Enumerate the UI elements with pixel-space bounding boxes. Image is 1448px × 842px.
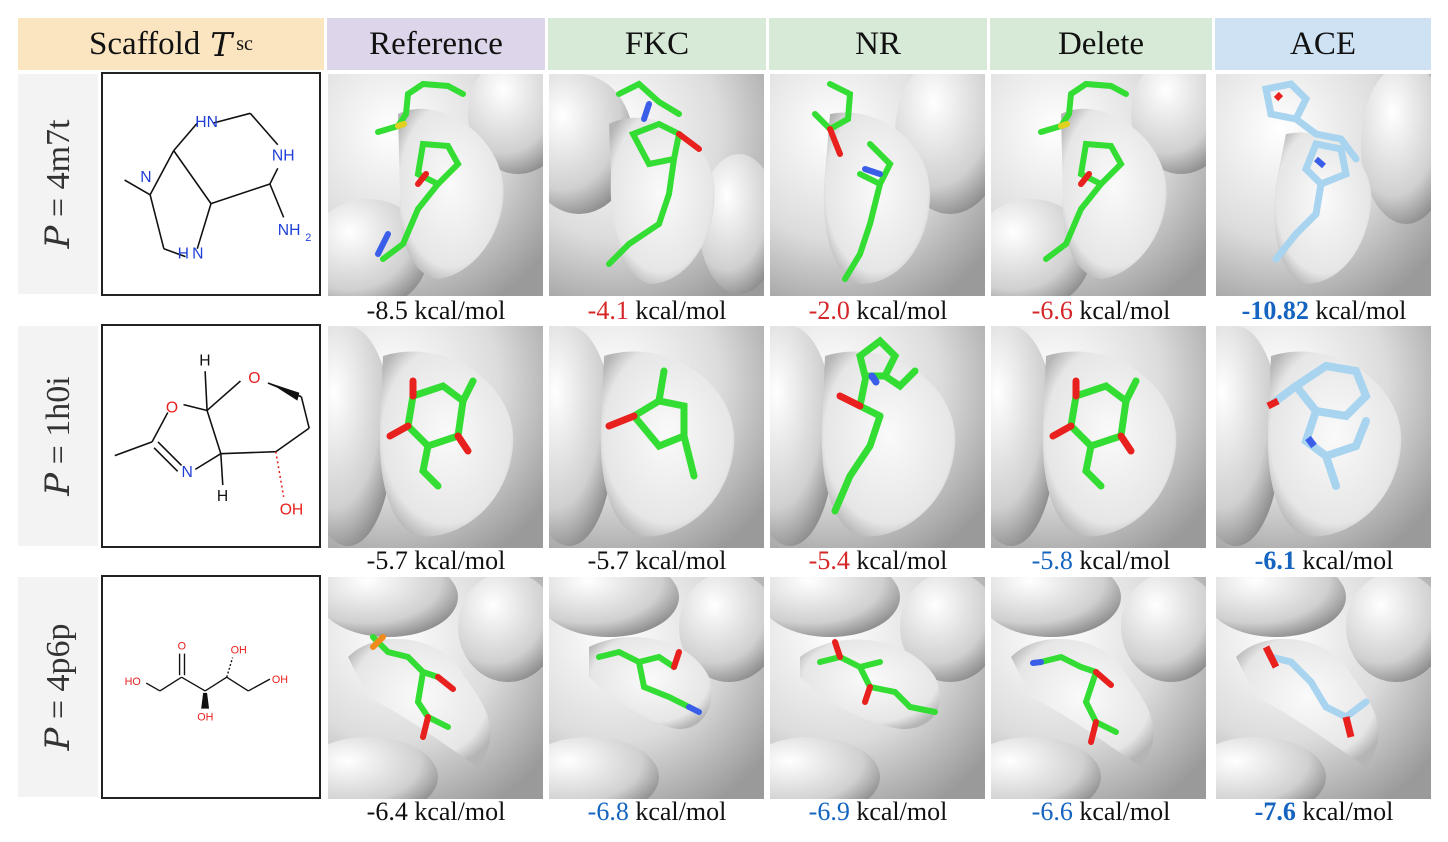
atom-label: NH	[272, 147, 295, 164]
pose-4m7t-fkc	[549, 74, 764, 296]
score-4p6p-delete: -6.6 kcal/mol	[991, 797, 1211, 827]
header-ace: ACE	[1215, 18, 1431, 70]
pose-1h0i-reference	[328, 326, 543, 548]
score-4m7t-nr: -2.0 kcal/mol	[768, 296, 988, 326]
atom-label: 2	[305, 232, 311, 244]
score-4m7t-ace: -10.82 kcal/mol	[1214, 296, 1434, 326]
atom-label: OH	[197, 711, 213, 723]
header-scaffold: Scaffold T sc	[18, 18, 324, 70]
scaffold-structure-1h0i: H O O N H OH	[101, 324, 321, 548]
pdb-id: 1h0i	[40, 376, 77, 436]
atom-label: H	[217, 488, 228, 505]
atom-label: N	[182, 464, 193, 481]
row-label-3: P = 4p6p	[18, 577, 98, 797]
atom-label: NH	[278, 222, 301, 239]
header-fkc: FKC	[548, 18, 766, 70]
pdb-id: 4m7t	[40, 120, 77, 190]
score-4m7t-fkc: -4.1 kcal/mol	[547, 296, 767, 326]
scaffold-structure-4m7t: HN NH N H N NH 2	[101, 72, 321, 296]
score-1h0i-ace: -6.1 kcal/mol	[1214, 546, 1434, 576]
pose-4m7t-ace	[1216, 74, 1431, 296]
pdb-id: 4p6p	[40, 623, 77, 691]
header-delete: Delete	[990, 18, 1212, 70]
atom-label: OH	[231, 645, 247, 657]
pose-4p6p-fkc	[549, 577, 764, 799]
scaffold-superscript: sc	[236, 33, 253, 56]
atom-label: H	[199, 352, 210, 369]
atom-label: O	[248, 370, 260, 387]
score-4p6p-ace: -7.6 kcal/mol	[1214, 797, 1434, 827]
score-4m7t-delete: -6.6 kcal/mol	[991, 296, 1211, 326]
pose-4p6p-delete	[991, 577, 1206, 799]
score-1h0i-reference: -5.7 kcal/mol	[326, 546, 546, 576]
score-1h0i-nr: -5.4 kcal/mol	[768, 546, 988, 576]
score-1h0i-fkc: -5.7 kcal/mol	[547, 546, 767, 576]
row-label-2: P = 1h0i	[18, 326, 98, 546]
score-4p6p-nr: -6.9 kcal/mol	[768, 797, 988, 827]
pose-4p6p-ace	[1216, 577, 1431, 799]
atom-label: HO	[125, 676, 141, 688]
scaffold-structure-4p6p: HO O OH OH OH	[101, 575, 321, 799]
pose-4p6p-reference	[328, 577, 543, 799]
score-4m7t-reference: -8.5 kcal/mol	[326, 296, 546, 326]
header-scaffold-label: Scaffold	[89, 26, 200, 63]
pose-4m7t-reference	[328, 74, 543, 296]
header-nr: NR	[769, 18, 987, 70]
score-4p6p-fkc: -6.8 kcal/mol	[547, 797, 767, 827]
pose-1h0i-nr	[770, 326, 985, 548]
header-reference: Reference	[327, 18, 545, 70]
row-label-1: P = 4m7t	[18, 74, 98, 294]
atom-label: OH	[280, 502, 304, 519]
pose-1h0i-ace	[1216, 326, 1431, 548]
score-4p6p-reference: -6.4 kcal/mol	[326, 797, 546, 827]
atom-label: OH	[272, 674, 288, 686]
pose-4p6p-nr	[770, 577, 985, 799]
atom-label: N	[140, 169, 151, 186]
score-1h0i-delete: -5.8 kcal/mol	[991, 546, 1211, 576]
atom-label: H N	[178, 246, 204, 263]
atom-label: HN	[195, 114, 218, 131]
pose-4m7t-delete	[991, 74, 1206, 296]
atom-label: O	[166, 399, 178, 416]
atom-label: O	[178, 641, 186, 653]
pose-4m7t-nr	[770, 74, 985, 296]
pose-1h0i-delete	[991, 326, 1206, 548]
scaffold-symbol: T	[210, 25, 232, 64]
pose-1h0i-fkc	[549, 326, 764, 548]
